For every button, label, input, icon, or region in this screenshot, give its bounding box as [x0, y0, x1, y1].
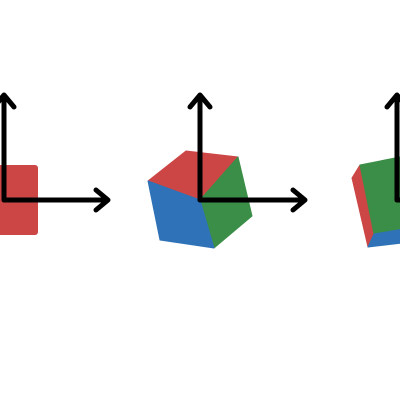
panel-3 [351, 92, 400, 248]
panel-1 [0, 92, 111, 235]
cube-right-face [359, 156, 400, 235]
x-axis-arrowhead [93, 187, 111, 213]
axes [384, 92, 400, 203]
y-axis-arrowhead [384, 92, 400, 110]
y-axis-arrowhead [187, 92, 213, 110]
cube-bottom-face [367, 229, 400, 248]
cube-left-face [147, 180, 215, 249]
axes [0, 92, 111, 213]
axes [187, 92, 308, 213]
panel-2 [147, 92, 308, 249]
y-axis-arrowhead [0, 92, 17, 110]
x-axis-arrowhead [290, 187, 308, 213]
